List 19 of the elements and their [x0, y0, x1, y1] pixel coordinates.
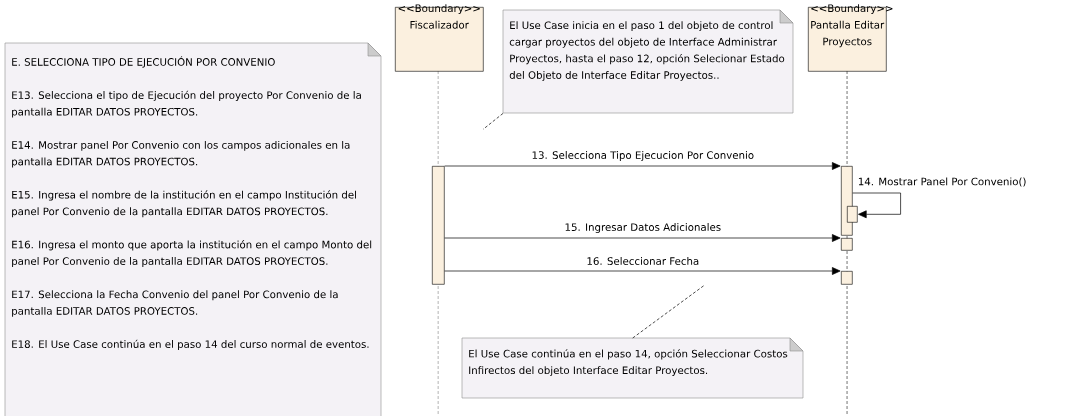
message-arrow: [852, 192, 901, 219]
activation-bar: [432, 166, 445, 285]
edge-label: 16. Seleccionar Fecha: [585, 256, 701, 266]
message-arrow: [444, 267, 841, 275]
message-arrow: [444, 162, 841, 170]
note: E. SELECCIONA TIPO DE EJECUCIÓN POR CONVENIO E13. Selecciona el tipo de Ejecución del proyecto Por Convenio de la pantalla EDITAR DATOS PROYECTOS. E14. Mostrar panel Por Convenio con los campos adicionales en la pantalla EDITAR DATOS PROYECTOS. E15. Ingresa el nombre de la institución en el campo Institución del panel Por Convenio de la pantalla EDITAR DATOS PROYECTOS. E16. Ingresa el monto que aporta la institución en el campo Monto del panel Por Convenio de la pantalla EDITAR DATOS PROYECTOS. E17. Selecciona la Fecha Convenio del panel Por Convenio de la pantalla EDITAR DATOS PROYECTOS. E18. El Use Case continúa en el paso 14 del curso normal de eventos.: [4, 42, 382, 416]
note: El Use Case inicia en el paso 1 del objeto de control cargar proyectos del objeto de Interface Administrar Proyectos, hasta el paso 12, opción Selecionar Estado del Objeto de Interface Editar Proyectos..: [502, 9, 794, 114]
leader-line: [632, 284, 706, 339]
leader-line: [482, 113, 504, 130]
edge-label: 15. Ingresar Datos Adicionales: [563, 222, 723, 234]
activation-bar: [841, 238, 853, 251]
lifeline-head-box: <<Boundary>> Fiscalizador: [395, 4, 484, 72]
edge-label: 13. Selecciona Tipo Ejecucion Por Convenio: [530, 150, 756, 162]
edge-label: 14. Mostrar Panel Por Convenio(): [856, 176, 1028, 188]
lifeline-head-box: <<Boundary>> Pantalla Editar Proyectos: [808, 4, 893, 72]
message-arrow: [444, 234, 841, 242]
activation-bar: [847, 206, 858, 223]
note: El Use Case continúa en el paso 14, opción Seleccionar Costos Infirectos del objeto Interface Editar Proyectos.: [461, 337, 804, 399]
activation-bar: [841, 271, 853, 285]
